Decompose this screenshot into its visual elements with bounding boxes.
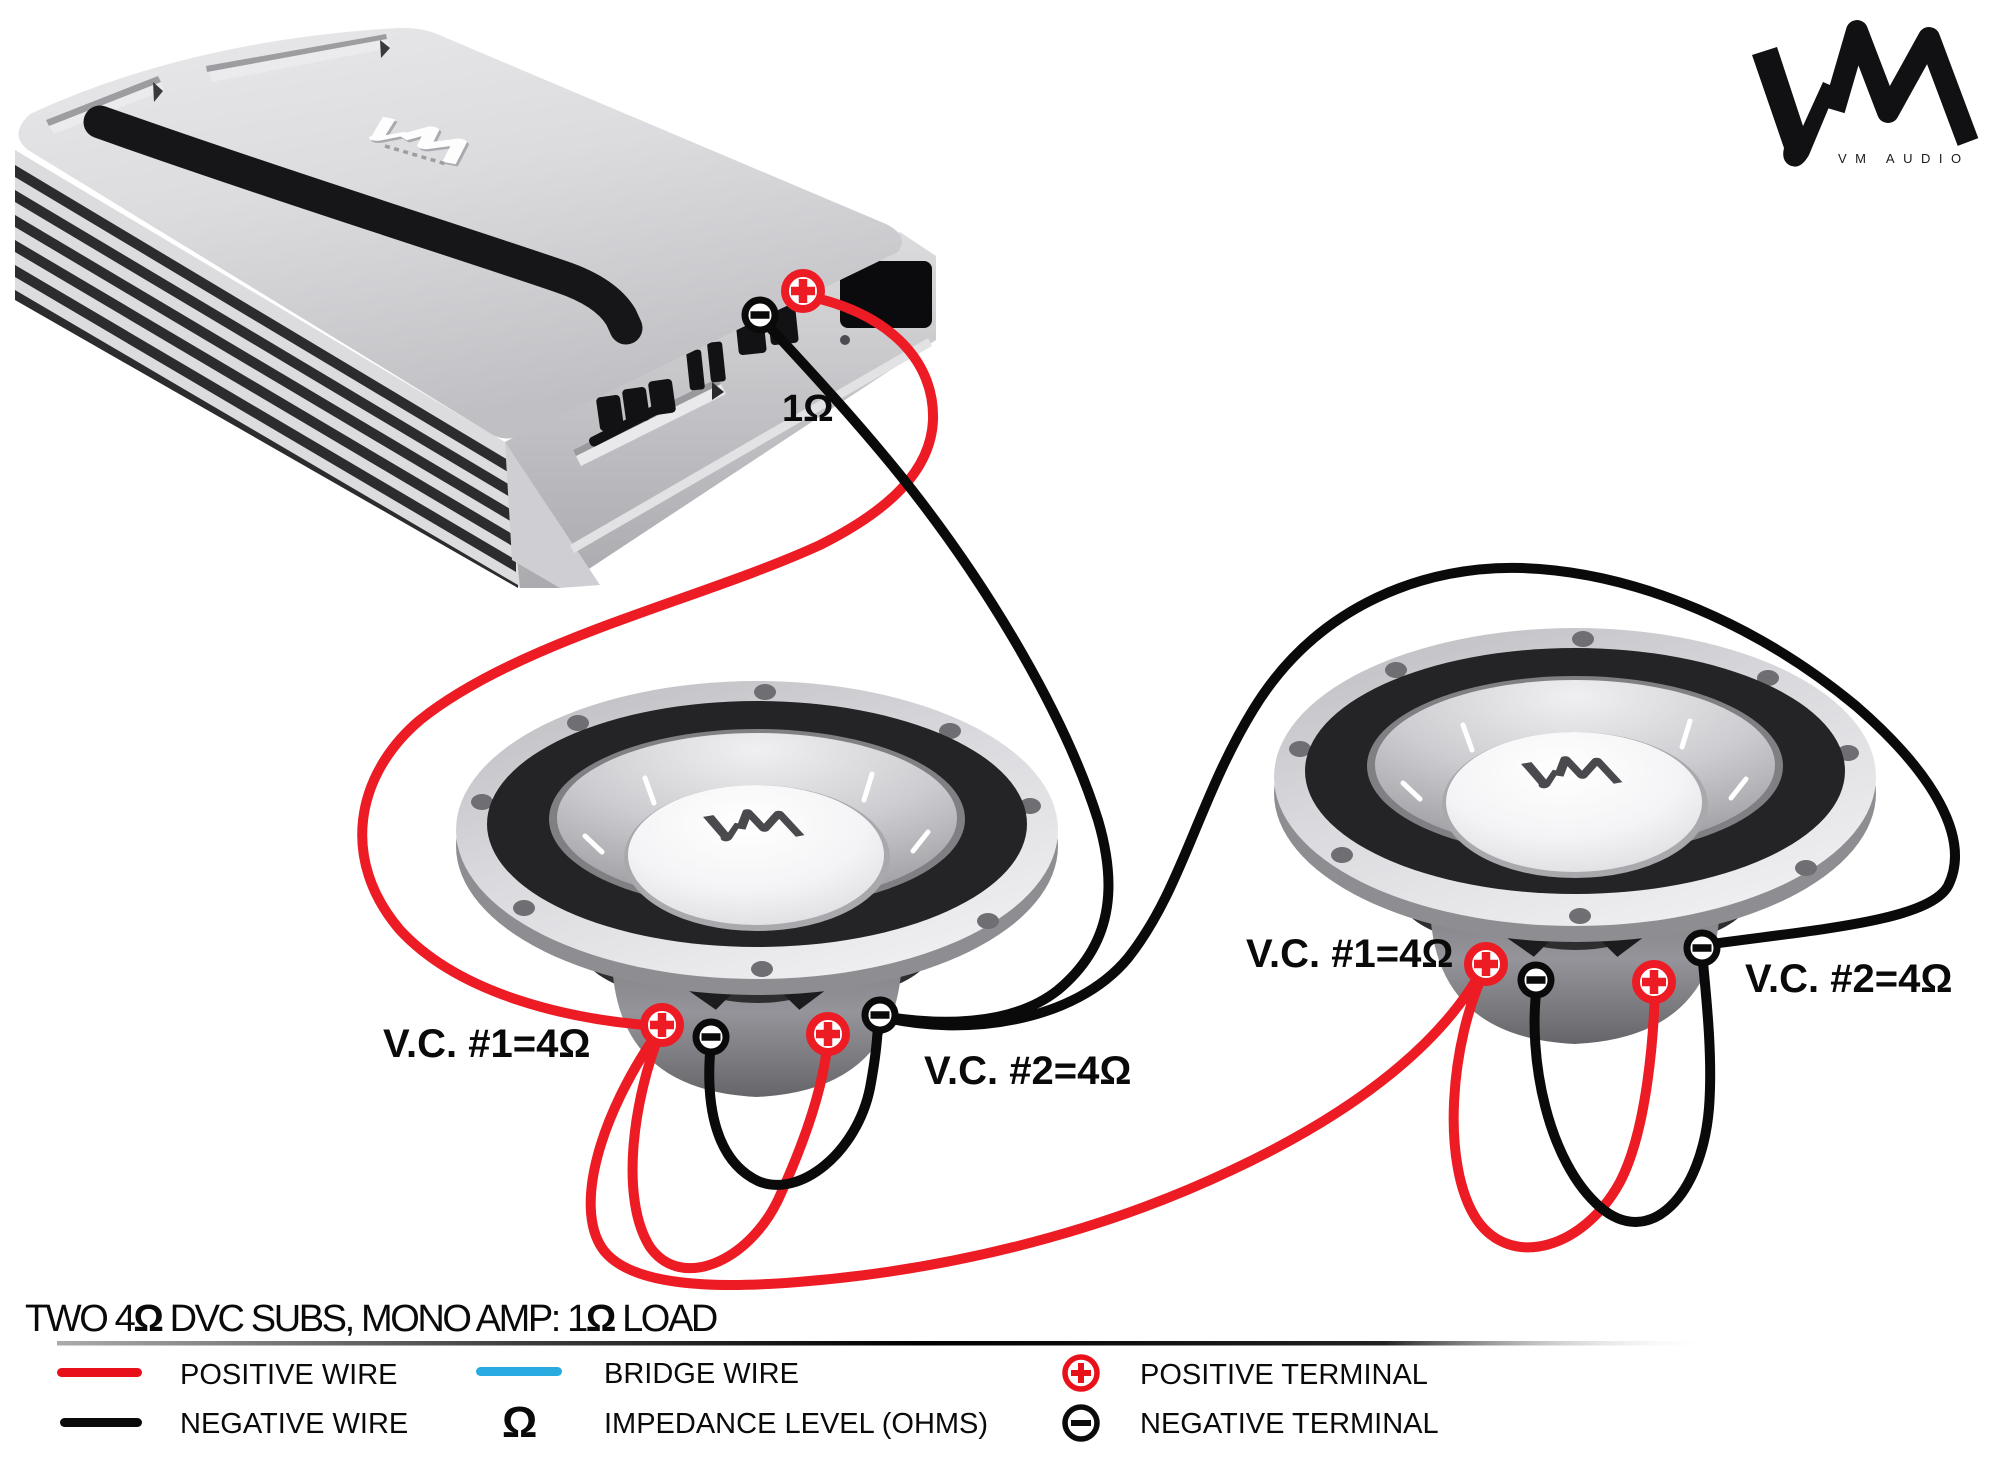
svg-text:TWO 4Ω DVC SUBS, MONO AMP: 1Ω: TWO 4Ω DVC SUBS, MONO AMP: 1Ω LOAD	[25, 1298, 717, 1340]
svg-text:1Ω: 1Ω	[782, 388, 834, 430]
svg-text:VM AUDIO: VM AUDIO	[1838, 151, 1970, 166]
svg-text:NEGATIVE WIRE: NEGATIVE WIRE	[180, 1408, 408, 1440]
svg-text:V.C. #2=4Ω: V.C. #2=4Ω	[1745, 957, 1952, 1001]
svg-text:IMPEDANCE LEVEL (OHMS): IMPEDANCE LEVEL (OHMS)	[604, 1408, 988, 1440]
svg-text:V.C. #2=4Ω: V.C. #2=4Ω	[924, 1049, 1131, 1093]
svg-text:POSITIVE WIRE: POSITIVE WIRE	[180, 1359, 398, 1391]
svg-text:V.C. #1=4Ω: V.C. #1=4Ω	[1246, 932, 1453, 976]
svg-text:Ω: Ω	[502, 1398, 537, 1447]
svg-text:V.C. #1=4Ω: V.C. #1=4Ω	[383, 1022, 590, 1066]
svg-text:POSITIVE TERMINAL: POSITIVE TERMINAL	[1140, 1359, 1428, 1391]
svg-text:NEGATIVE TERMINAL: NEGATIVE TERMINAL	[1140, 1408, 1439, 1440]
svg-text:BRIDGE WIRE: BRIDGE WIRE	[604, 1358, 799, 1390]
